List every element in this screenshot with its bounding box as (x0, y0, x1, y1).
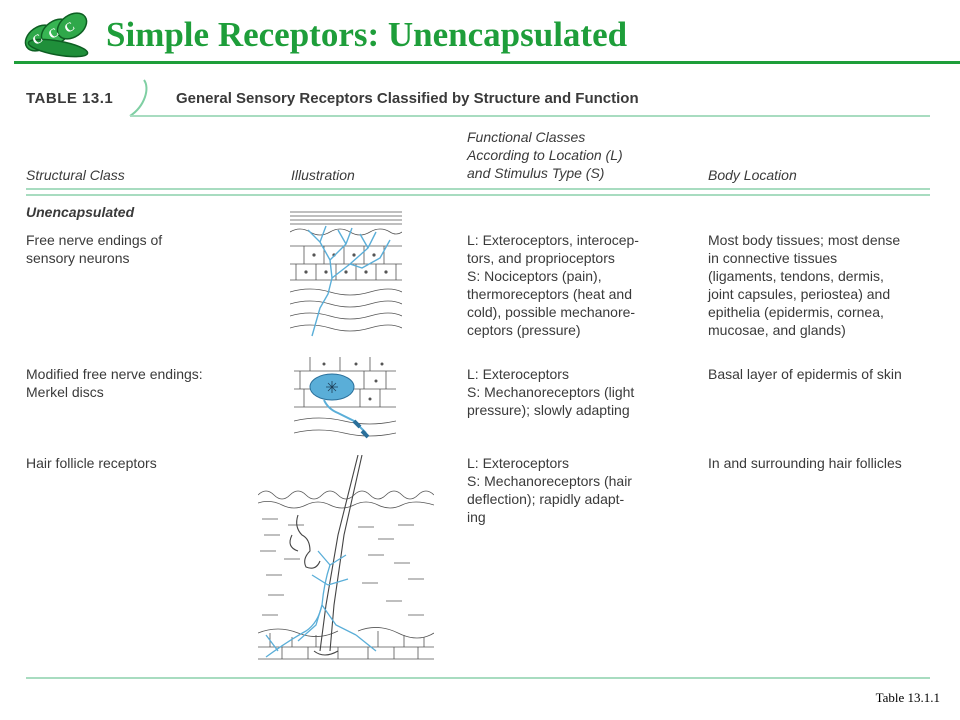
header-structural-class: Structural Class (26, 167, 125, 183)
cell-line: epithelia (epidermis, cornea, (708, 304, 884, 320)
cell-line: in connective tissues (708, 250, 838, 266)
header-functional-line: Functional Classes (467, 129, 586, 145)
slide-title: Simple Receptors: Unencapsulated (106, 15, 628, 54)
cell-line: Free nerve endings of (26, 232, 163, 248)
cell-line: L: Exteroceptors, interocep- (467, 232, 639, 248)
row-3-structural: Hair follicle receptors (26, 454, 157, 472)
header-functional-line: According to Location (L) (467, 147, 623, 163)
header-illustration: Illustration (291, 167, 355, 183)
cell-line: Merkel discs (26, 384, 104, 400)
cell-line: S: Nociceptors (pain), (467, 268, 602, 284)
cell-line: S: Mechanoreceptors (light (467, 384, 635, 400)
free-nerve-endings-illustration (290, 208, 402, 338)
table-caption: General Sensory Receptors Classified by … (176, 90, 639, 107)
table-number: TABLE 13.1 (26, 90, 114, 107)
cell-line: (ligaments, tendons, dermis, (708, 268, 884, 284)
cell-line: sensory neurons (26, 250, 130, 266)
cell-line: L: Exteroceptors (467, 366, 569, 382)
cell-line: Hair follicle receptors (26, 455, 157, 471)
cell-line: Most body tissues; most dense (708, 232, 901, 248)
cell-line: Modified free nerve endings: (26, 366, 203, 382)
cell-line: joint capsules, periostea) and (708, 286, 891, 302)
cell-line: mucosae, and glands) (708, 322, 846, 338)
caption-swoosh (129, 79, 930, 117)
header-body-location: Body Location (708, 167, 797, 183)
row-1-structural: Free nerve endings of sensory neurons (26, 231, 162, 267)
row-2-structural: Modified free nerve endings: Merkel disc… (26, 365, 203, 401)
cell-line: pressure); slowly adapting (467, 402, 630, 418)
cell-line: cold), possible mechanore- (467, 304, 636, 320)
row-3-location: In and surrounding hair follicles (708, 454, 902, 472)
row-1-location: Most body tissues; most dense in connect… (708, 231, 900, 339)
cell-line: S: Mechanoreceptors (hair (467, 473, 632, 489)
cell-line: Basal layer of epidermis of skin (708, 366, 902, 382)
table-bottom-rule (26, 677, 930, 679)
title-divider (14, 61, 960, 64)
row-2-functional: L: Exteroceptors S: Mechanoreceptors (li… (467, 365, 634, 419)
cell-line: ing (467, 509, 486, 525)
merkel-disc-illustration (294, 357, 396, 441)
row-3-functional: L: Exteroceptors S: Mechanoreceptors (ha… (467, 454, 632, 526)
cell-line: L: Exteroceptors (467, 455, 569, 471)
header-functional-line: and Stimulus Type (S) (467, 165, 605, 181)
header-functional-classes: Functional Classes According to Location… (467, 128, 623, 182)
figure-reference: Table 13.1.1 (875, 690, 940, 705)
cell-line: thermoreceptors (heat and (467, 286, 632, 302)
section-heading: Unencapsulated (26, 204, 135, 220)
cell-line: deflection); rapidly adapt- (467, 491, 625, 507)
ccc-logo-icon: C C C (24, 12, 89, 58)
cell-line: tors, and proprioceptors (467, 250, 615, 266)
row-2-location: Basal layer of epidermis of skin (708, 365, 902, 383)
hair-follicle-illustration (258, 455, 434, 665)
cell-line: ceptors (pressure) (467, 322, 581, 338)
header-rule-top (26, 188, 930, 190)
cell-line: In and surrounding hair follicles (708, 455, 902, 471)
header-rule-bottom (26, 194, 930, 196)
row-1-functional: L: Exteroceptors, interocep- tors, and p… (467, 231, 639, 339)
